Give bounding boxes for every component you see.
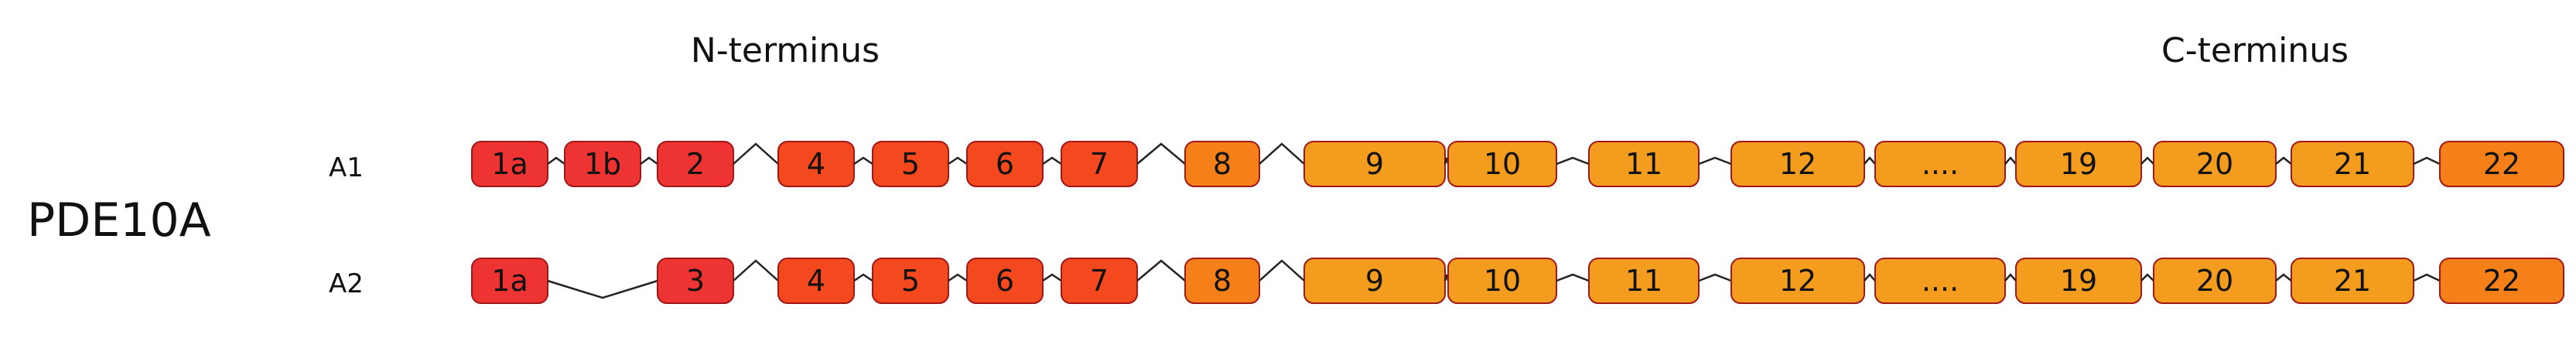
exon-label: 2 — [686, 147, 705, 181]
intron-connector — [733, 259, 779, 282]
exon-label: 19 — [2060, 264, 2097, 298]
exon-label: 21 — [2334, 147, 2371, 181]
intron-connector — [1259, 259, 1305, 282]
intron-connector — [2140, 156, 2154, 165]
isoform-label-a1: A1 — [329, 152, 364, 183]
intron-connector — [948, 273, 968, 282]
isoform-label-a2: A2 — [329, 268, 364, 299]
c-terminus-label: C-terminus — [2161, 31, 2349, 70]
isoform-row-a2: 1a 3 4 5 6 7 8 9 10 11 12.... 19 20 21 22 — [471, 258, 2564, 304]
intron-connector — [547, 156, 565, 166]
intron-connector — [1136, 259, 1186, 282]
exon-label: 1a — [491, 264, 528, 298]
exon-label: 10 — [1484, 264, 1521, 298]
exon-label: 22 — [2483, 147, 2520, 181]
exon-label: 5 — [901, 264, 920, 298]
n-terminus-label: N-terminus — [691, 31, 880, 70]
intron-connector — [2275, 156, 2292, 165]
exon-box — [2439, 141, 2564, 187]
intron-connector — [1864, 156, 1876, 165]
exon-label: 22 — [2483, 264, 2520, 298]
intron-connector — [853, 273, 873, 282]
intron-connector — [2140, 273, 2154, 282]
exon-label: 12 — [1779, 147, 1816, 181]
exon-label: 11 — [1625, 147, 1662, 181]
gene-name: PDE10A — [27, 193, 211, 248]
exon-label: 10 — [1484, 147, 1521, 181]
intron-connector — [547, 279, 658, 299]
intron-connector — [853, 156, 873, 166]
exon-label: 8 — [1213, 147, 1232, 181]
exon-label: 11 — [1625, 264, 1662, 298]
exon-label: .... — [1922, 264, 1959, 298]
intron-connector — [948, 156, 968, 166]
intron-connector — [1698, 273, 1732, 282]
exon-label: 7 — [1090, 147, 1109, 181]
exon-label: 8 — [1213, 264, 1232, 298]
intron-connector — [1698, 156, 1732, 166]
intron-connector — [2413, 156, 2441, 166]
exon-label: 12 — [1779, 264, 1816, 298]
intron-connector — [1042, 273, 1062, 282]
exon-label: 1b — [584, 147, 621, 181]
intron-connector — [1259, 142, 1305, 165]
exon-label: .... — [1922, 147, 1959, 181]
intron-connector — [1556, 273, 1590, 282]
exon-label: 5 — [901, 147, 920, 181]
exon-label: 4 — [807, 264, 825, 298]
exon-label: 1a — [491, 147, 528, 181]
intron-connector — [1864, 273, 1876, 282]
intron-connector — [640, 156, 658, 166]
isoform-row-a1: 1a 1b 2 4 5 6 7 8 9 10 11 12.... 19 20 21 22 — [471, 141, 2564, 187]
exon-label: 20 — [2196, 264, 2233, 298]
exon-label: 6 — [996, 264, 1014, 298]
intron-connector — [1136, 142, 1186, 165]
intron-connector — [1042, 156, 1062, 166]
intron-connector — [2004, 273, 2017, 282]
exon-label: 20 — [2196, 147, 2233, 181]
exon-label: 6 — [996, 147, 1014, 181]
intron-connector — [2413, 273, 2441, 282]
exon-rows: 1a 1b 2 4 5 6 7 8 9 10 11 12.... 19 20 21 22 1a 3 4 5 6 7 8 9 10… — [471, 141, 2564, 304]
intron-connector — [733, 142, 779, 165]
exon-label: 21 — [2334, 264, 2371, 298]
exon-label: 9 — [1365, 264, 1384, 298]
exon-label: 4 — [807, 147, 825, 181]
intron-connector — [1556, 156, 1590, 166]
exon-label: 3 — [686, 264, 705, 298]
exon-label: 19 — [2060, 147, 2097, 181]
exon-box — [2439, 258, 2564, 304]
intron-connector — [2004, 156, 2017, 165]
exon-label: 9 — [1365, 147, 1384, 181]
intron-connector — [2275, 273, 2292, 282]
exon-label: 7 — [1090, 264, 1109, 298]
